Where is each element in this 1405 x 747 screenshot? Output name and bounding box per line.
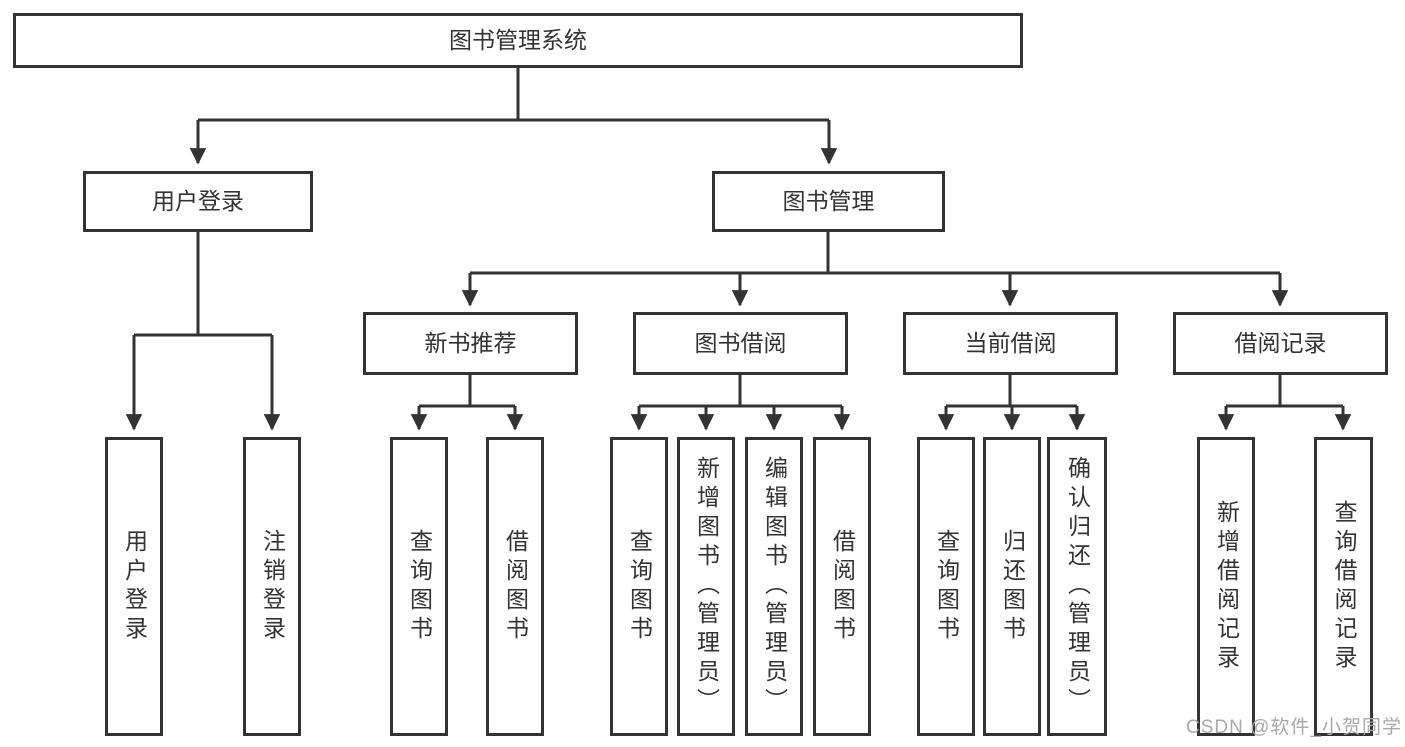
leaf-add-borrow-record: 新增借阅记录 [1197,437,1255,736]
leaf-logout: 注销登录 [243,437,301,736]
leaf-confirm-return-admin: 确认归还（管理员） [1047,437,1107,736]
leaf-recommend-borrow-book: 借阅图书 [486,437,544,736]
node-current-borrow: 当前借阅 [903,312,1118,375]
node-borrow-record: 借阅记录 [1173,312,1388,375]
node-user-login: 用户登录 [83,171,313,232]
node-book-borrow: 图书借阅 [633,312,848,375]
node-root: 图书管理系统 [13,13,1023,68]
leaf-borrow-query-book: 查询图书 [610,437,668,736]
leaf-current-query-book: 查询图书 [917,437,975,736]
leaf-edit-book-admin: 编辑图书（管理员） [745,437,803,736]
leaf-user-login: 用户登录 [105,437,163,736]
leaf-query-borrow-record: 查询借阅记录 [1314,437,1373,736]
node-book-management: 图书管理 [712,171,945,232]
leaf-recommend-query-book: 查询图书 [390,437,448,736]
csdn-watermark: CSDN @软件_小贺同学 [1186,717,1402,738]
node-new-book-recommend: 新书推荐 [363,312,578,375]
leaf-add-book-admin: 新增图书（管理员） [677,437,735,736]
leaf-return-book: 归还图书 [983,437,1041,736]
leaf-borrow-book: 借阅图书 [813,437,871,736]
